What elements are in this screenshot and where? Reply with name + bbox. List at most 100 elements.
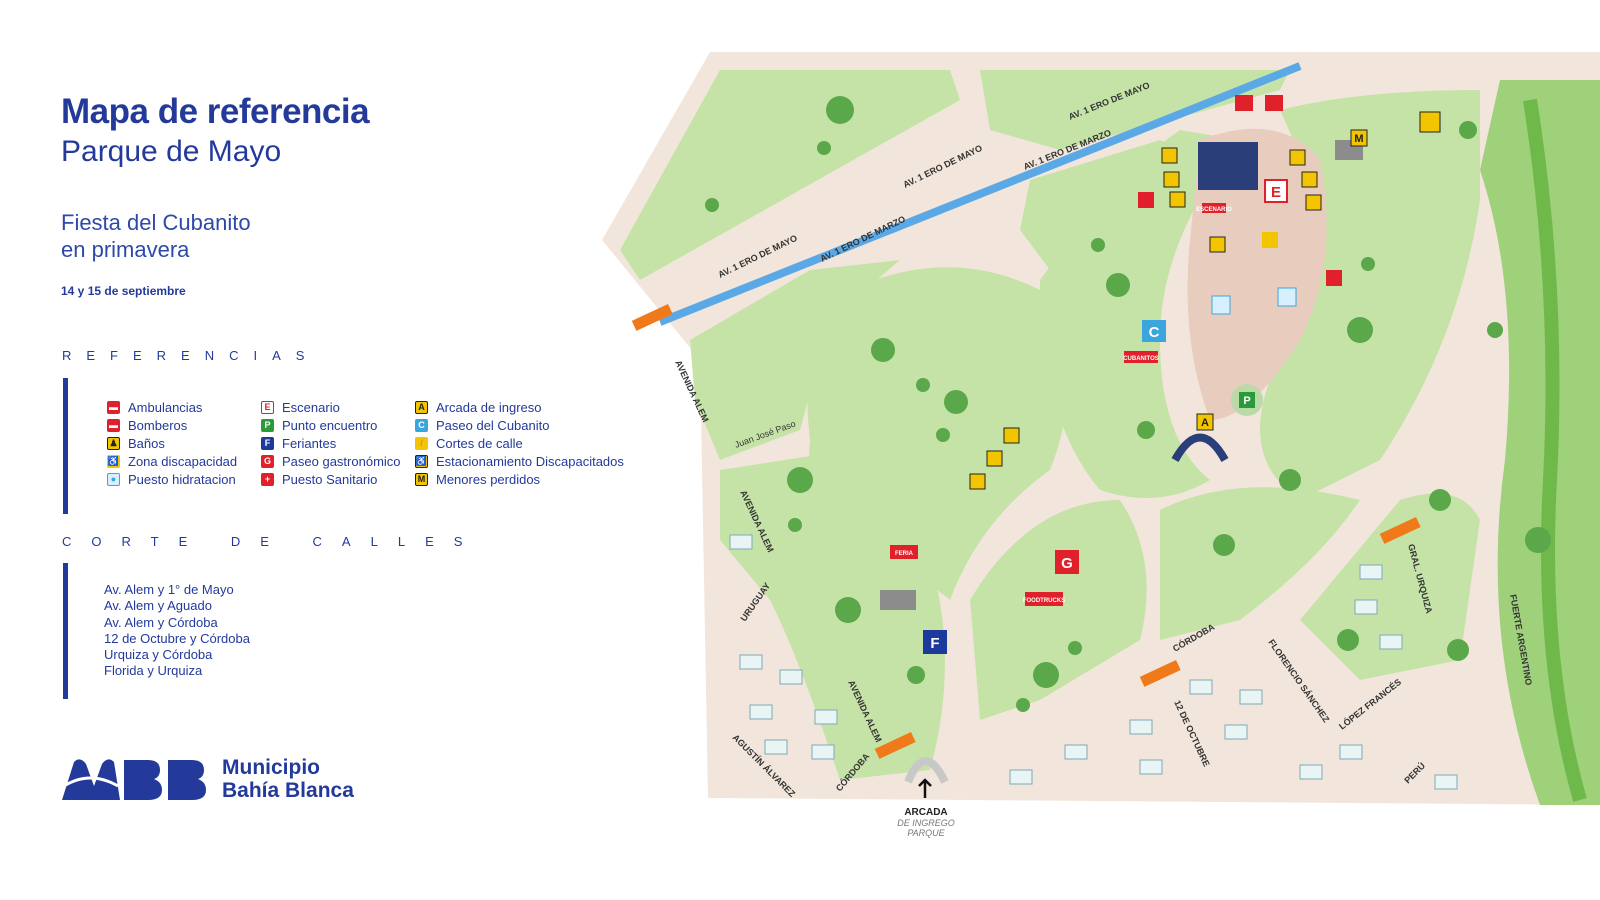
letter-e-icon: E <box>261 400 274 414</box>
restroom-icon[interactable] <box>1305 194 1322 211</box>
wheelchair-icon[interactable] <box>1262 232 1278 248</box>
arcade-monument <box>1171 433 1229 463</box>
restroom-icon[interactable] <box>969 473 986 490</box>
entrance-arch <box>904 757 949 784</box>
legend-label: Puesto Sanitario <box>282 471 378 487</box>
house <box>739 654 763 670</box>
page-subtitle: Parque de Mayo <box>61 135 282 168</box>
lawn <box>1160 487 1360 640</box>
house <box>779 669 803 685</box>
legend-label: Paseo gastronómico <box>282 453 401 469</box>
restroom-icon[interactable] <box>1209 236 1226 253</box>
tree <box>1016 698 1030 712</box>
tree <box>944 390 968 414</box>
disabled-parking-icon: ♿ <box>415 454 428 468</box>
stage <box>1198 142 1258 190</box>
wheelchair-icon: ♿ <box>107 454 120 468</box>
legend-label: Baños <box>128 435 165 451</box>
legend-label: Punto encuentro <box>282 417 378 433</box>
restroom-icon[interactable] <box>986 450 1003 467</box>
first-aid-icon[interactable] <box>1138 192 1154 208</box>
house <box>1064 744 1088 760</box>
foodtrucks-sign-text: FOODTRUCKS <box>1023 598 1065 604</box>
marker-feriantes[interactable] <box>923 630 947 654</box>
park-map[interactable]: E C G F A P M ESCENARIO <box>600 40 1600 810</box>
restroom-icon[interactable] <box>1289 149 1306 166</box>
tree <box>788 518 802 532</box>
marker-menores-letter: M <box>1354 133 1363 145</box>
cubanitos-sign-text: CUBANITOS <box>1123 356 1159 362</box>
escenario-sign-text: ESCENARIO <box>1196 207 1232 213</box>
marker-menores[interactable] <box>1350 129 1368 147</box>
water-drop-icon: ● <box>107 472 120 486</box>
lawn <box>1040 130 1240 498</box>
restroom-icon[interactable] <box>1169 191 1186 208</box>
tree <box>705 198 719 212</box>
legend-item: +Puesto Sanitario <box>261 470 401 488</box>
restroom-icon[interactable] <box>1163 171 1180 188</box>
tree <box>1459 121 1477 139</box>
tree <box>871 338 895 362</box>
tree <box>1137 421 1155 439</box>
water-drop-icon[interactable] <box>1211 295 1231 315</box>
ambulance-icon: ▬ <box>107 400 120 414</box>
east-greenway <box>1480 80 1600 805</box>
ambulance-icon[interactable] <box>1235 95 1253 111</box>
marker-arcada[interactable] <box>1196 413 1214 431</box>
arcada-entrance-label: ARCADA DE INGREGO PARQUE <box>892 807 960 838</box>
tree <box>916 378 930 392</box>
house <box>1189 679 1213 695</box>
house <box>1434 774 1458 790</box>
legend-item: ▬Ambulancias <box>107 398 237 416</box>
info-panel: Mapa de referencia Parque de Mayo Fiesta… <box>0 0 650 900</box>
canal <box>658 62 1302 326</box>
tree <box>787 467 813 493</box>
tree <box>1447 639 1469 661</box>
house <box>1224 724 1248 740</box>
logo-line1: Municipio <box>222 756 320 779</box>
marker-cubanito[interactable] <box>1142 320 1166 342</box>
restroom-icon[interactable] <box>1003 427 1020 444</box>
letter-m-icon: M <box>415 472 428 486</box>
legend-label: Escenario <box>282 399 340 415</box>
east-river <box>1523 98 1587 802</box>
street-cut-item: Av. Alem y Córdoba <box>104 614 218 630</box>
house <box>1339 744 1363 760</box>
tree <box>1347 317 1373 343</box>
legend-label: Estacionamiento Discapacitados <box>436 453 624 469</box>
tree <box>1361 257 1375 271</box>
marker-escenario[interactable] <box>1264 179 1288 203</box>
first-aid-icon[interactable] <box>1326 270 1342 286</box>
water-drop-icon[interactable] <box>1277 287 1297 307</box>
marker-punto-encuentro-letter: P <box>1243 395 1250 407</box>
legend-item: ♿ Estacionamiento Discapacitados <box>415 452 624 470</box>
legend-item: ▬Bomberos <box>107 416 237 434</box>
arrow-up-icon <box>918 778 932 798</box>
tree <box>1429 489 1451 511</box>
lawn <box>1260 90 1480 500</box>
referencias-title: REFERENCIAS <box>62 348 320 363</box>
street-cut-item: Urquiza y Córdoba <box>104 647 213 663</box>
disabled-parking-icon[interactable] <box>1419 111 1441 133</box>
restroom-icon[interactable] <box>1161 147 1178 164</box>
house <box>764 739 788 755</box>
legend-label: Paseo del Cubanito <box>436 417 550 433</box>
firetruck-icon: ▬ <box>107 418 120 432</box>
tree <box>936 428 950 442</box>
restroom-icon[interactable] <box>1301 171 1318 188</box>
lawn <box>970 500 1147 720</box>
arcada-title: ARCADA <box>904 807 948 818</box>
marker-punto-encuentro[interactable] <box>1239 392 1255 408</box>
street-cut-item: Av. Alem y 1° de Mayo <box>104 582 234 597</box>
marker-gastronomico[interactable] <box>1055 550 1079 574</box>
street-cut-barrier <box>1379 517 1421 544</box>
legend-column-1: ▬Ambulancias ▬Bomberos ♟Baños ♿Zona disc… <box>107 398 237 488</box>
tree <box>835 597 861 623</box>
street-cut-item: 12 de Octubre y Córdoba <box>104 630 250 646</box>
firetruck-icon[interactable] <box>1265 95 1283 111</box>
